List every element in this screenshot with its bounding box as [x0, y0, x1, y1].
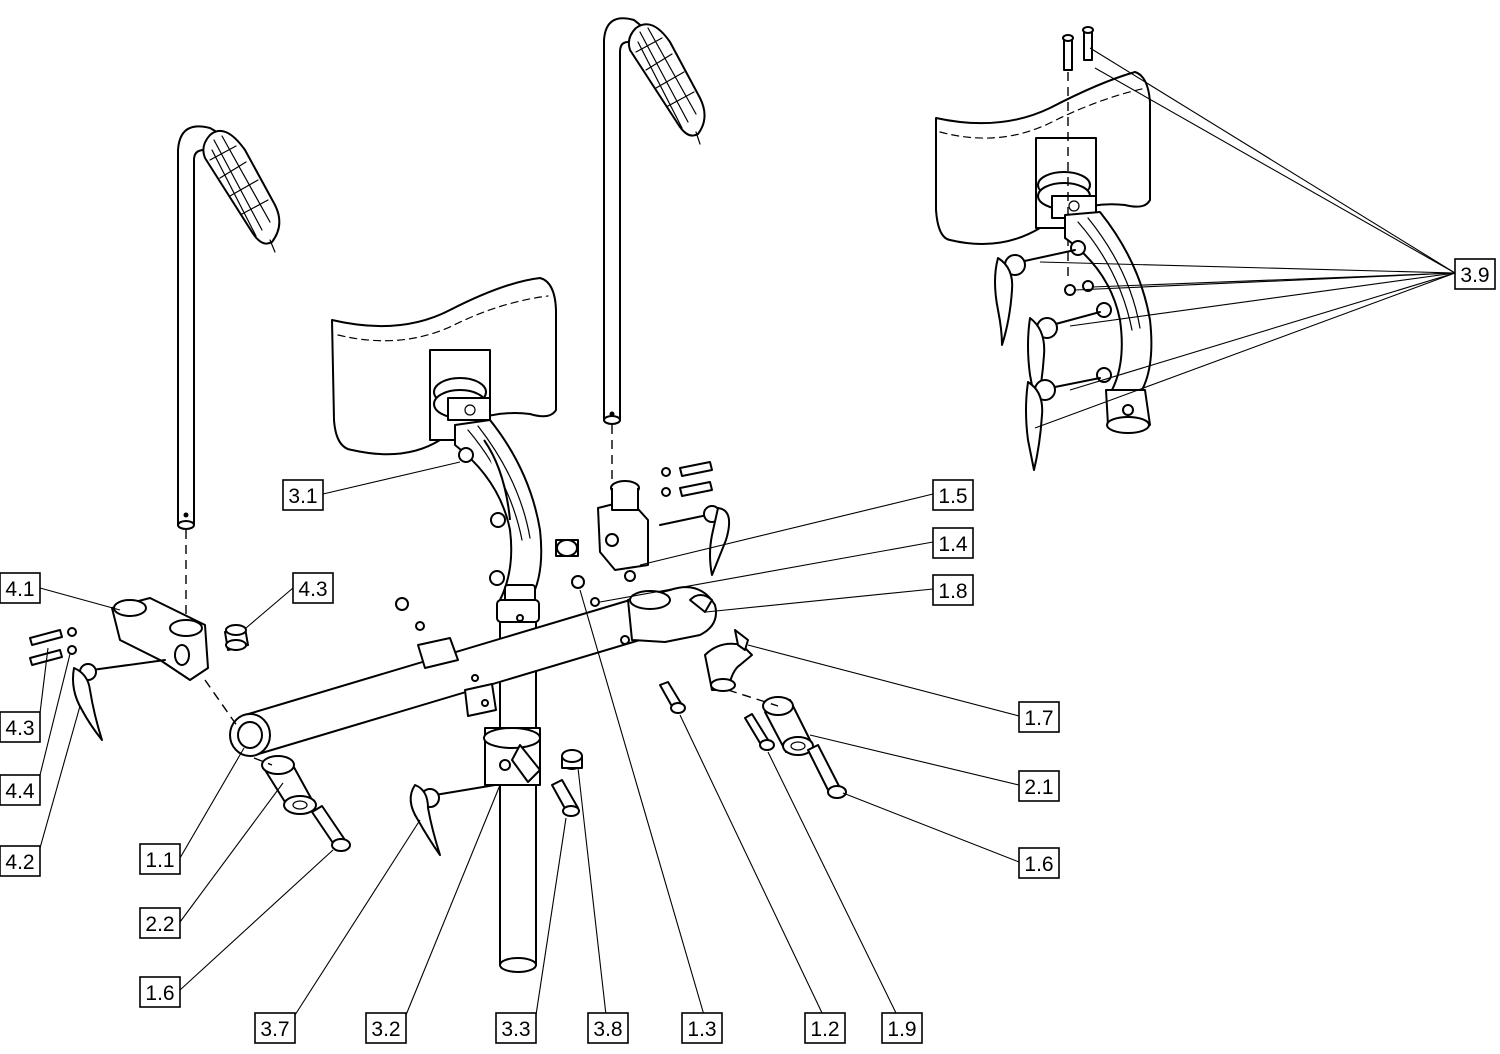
axis-line [253, 757, 273, 766]
label-3-7: 3.7 [260, 1018, 289, 1041]
label-1-6-left: 1.6 [145, 982, 174, 1005]
callout-1-5: 1.5 [932, 479, 974, 511]
label-4-2: 4.2 [5, 851, 34, 874]
spacer-blocks [395, 597, 497, 717]
callout-3-7: 3.7 [254, 1012, 296, 1044]
callout-3-9: 3.9 [1454, 258, 1496, 290]
detail-headrest [935, 26, 1151, 280]
left-clamp-assembly [29, 597, 249, 741]
label-4-1: 4.1 [5, 578, 34, 601]
tube-bushing-left [261, 755, 351, 852]
callout-1-6-right: 1.6 [1018, 847, 1060, 879]
bolt [551, 779, 580, 817]
center-push-handle [603, 17, 706, 425]
callout-1-3: 1.3 [681, 1012, 723, 1044]
label-1-4: 1.4 [938, 533, 968, 556]
callout-3-1: 3.1 [282, 479, 324, 511]
callout-3-2: 3.2 [365, 1012, 407, 1044]
label-1-6-right: 1.6 [1024, 853, 1053, 876]
callout-2-1: 2.1 [1018, 770, 1060, 802]
label-1-3: 1.3 [687, 1018, 716, 1041]
callout-1-2: 1.2 [804, 1012, 846, 1044]
label-3-8: 3.8 [593, 1018, 622, 1041]
label-4-3-top: 4.3 [298, 578, 327, 601]
callout-4-1: 4.1 [0, 572, 41, 604]
bushing [561, 749, 583, 770]
callout-4-3-bottom: 4.3 [0, 711, 41, 743]
label-1-1: 1.1 [145, 849, 174, 872]
label-3-2: 3.2 [371, 1018, 400, 1041]
label-1-2: 1.2 [810, 1018, 839, 1041]
label-2-1: 2.1 [1024, 776, 1053, 799]
callout-1-7: 1.7 [1018, 701, 1060, 733]
callout-4-4: 4.4 [0, 774, 41, 806]
label-1-5: 1.5 [938, 485, 967, 508]
callout-1-4: 1.4 [932, 527, 974, 559]
callout-2-2: 2.2 [139, 907, 181, 939]
label-1-7: 1.7 [1024, 707, 1053, 730]
callout-4-3-top: 4.3 [292, 572, 334, 604]
callout-4-2: 4.2 [0, 845, 41, 877]
label-1-8: 1.8 [938, 580, 967, 603]
left-push-handle [177, 125, 281, 530]
horizontal-bar [229, 599, 641, 757]
label-3-1: 3.1 [288, 485, 317, 508]
post-clamp [483, 727, 541, 786]
label-2-2: 2.2 [145, 913, 174, 936]
axis-line [727, 689, 779, 707]
center-headrest-arm [454, 419, 543, 606]
center-headrest [331, 277, 557, 456]
callout-1-6-left: 1.6 [139, 976, 181, 1008]
callout-1-1: 1.1 [139, 843, 181, 875]
callout-3-8: 3.8 [587, 1012, 629, 1044]
callout-3-3: 3.3 [495, 1012, 537, 1044]
label-1-9: 1.9 [887, 1018, 916, 1041]
label-4-3-bottom: 4.3 [5, 717, 34, 740]
detail-headrest-arm [994, 211, 1153, 471]
quick-release-lever [409, 784, 496, 856]
label-3-3: 3.3 [501, 1018, 530, 1041]
leader-lines [39, 47, 1456, 1016]
axis-line [204, 679, 241, 731]
right-clamp-assembly [555, 461, 847, 799]
callout-1-9: 1.9 [881, 1012, 923, 1044]
label-4-4: 4.4 [5, 780, 35, 803]
callout-1-8: 1.8 [932, 574, 974, 606]
label-3-9: 3.9 [1460, 264, 1489, 287]
